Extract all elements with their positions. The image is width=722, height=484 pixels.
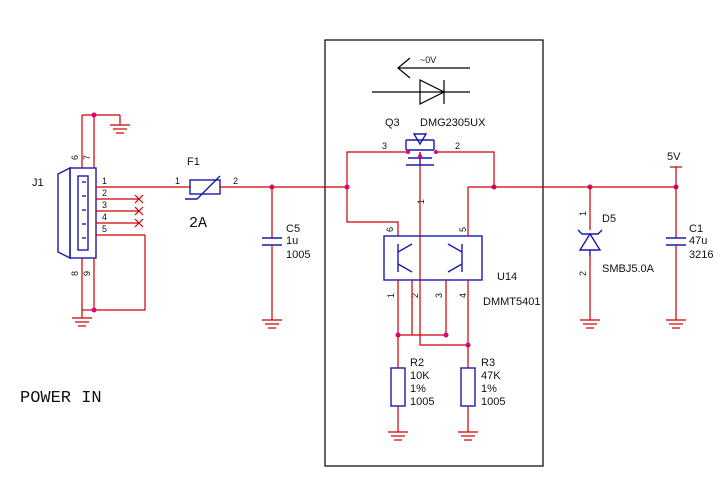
q3-pin-source: 2 bbox=[455, 141, 460, 151]
load-switch-frame bbox=[324, 39, 544, 467]
u14-part: DMMT5401 bbox=[483, 296, 540, 308]
q3-ref: Q3 bbox=[385, 117, 400, 129]
ground-r2 bbox=[388, 431, 408, 441]
q3-part: DMG2305UX bbox=[420, 117, 486, 129]
u14-ref: U14 bbox=[497, 271, 517, 283]
d5-pin2: 2 bbox=[578, 271, 588, 276]
ground-j1-top bbox=[110, 124, 130, 134]
transistor-array-u14: U14 DMMT5401 6 5 1 2 3 4 bbox=[383, 227, 540, 308]
j1-pin7: 7 bbox=[82, 155, 92, 160]
q3-pin-gate: 1 bbox=[416, 199, 426, 204]
f1-rating: 2A bbox=[189, 215, 207, 232]
rail-label: 5V bbox=[667, 151, 681, 163]
voltage-drop-note: ~0V bbox=[372, 55, 470, 105]
r2-ref: R2 bbox=[410, 357, 424, 369]
c1-value: 47u bbox=[689, 235, 707, 247]
j1-pin2: 2 bbox=[102, 188, 107, 198]
tvs-diode-d5: D5 SMBJ5.0A 1 2 bbox=[577, 211, 655, 276]
j1-pin5: 5 bbox=[102, 224, 107, 234]
r3-ref: R3 bbox=[481, 357, 495, 369]
resistor-r2: R2 10K 1% 1005 bbox=[390, 357, 434, 408]
f1-pin1: 1 bbox=[175, 176, 180, 186]
rail-5v: 5V bbox=[667, 151, 682, 168]
q3-pin-drain: 3 bbox=[382, 141, 387, 151]
fuse-f1: F1 2A 1 2 bbox=[175, 156, 238, 232]
d5-part: SMBJ5.0A bbox=[602, 263, 655, 275]
connector-inner bbox=[77, 175, 89, 251]
ground-r3 bbox=[458, 431, 478, 441]
connector-body bbox=[57, 166, 71, 260]
j1-pin8: 8 bbox=[70, 271, 80, 276]
d5-pin1: 1 bbox=[578, 211, 588, 216]
u14-pin3: 3 bbox=[434, 293, 444, 298]
u14-pin4: 4 bbox=[458, 293, 468, 298]
c1-ref: C1 bbox=[689, 223, 703, 235]
ground-c1 bbox=[666, 319, 686, 329]
r3-package: 1005 bbox=[481, 396, 505, 408]
c1-package: 3216 bbox=[689, 249, 713, 261]
resistor-r3: R3 47K 1% 1005 bbox=[460, 357, 505, 408]
j1-pin1: 1 bbox=[102, 176, 107, 186]
page-title: POWER IN bbox=[20, 389, 102, 408]
connector-j1: J1 bbox=[32, 166, 97, 260]
j1-pin4: 4 bbox=[102, 212, 107, 222]
mosfet-q3: Q3 DMG2305UX 3 2 1 bbox=[382, 117, 486, 204]
c5-ref: C5 bbox=[286, 223, 300, 235]
r3-value: 47K bbox=[481, 370, 501, 382]
ground-c5 bbox=[262, 319, 282, 329]
u14-pin6: 6 bbox=[385, 227, 395, 232]
j1-pin3: 3 bbox=[102, 200, 107, 210]
j1-pin6: 6 bbox=[70, 155, 80, 160]
ground-j1-bottom bbox=[72, 317, 92, 327]
j1-ref: J1 bbox=[32, 177, 44, 189]
c5-value: 1u bbox=[286, 235, 298, 247]
connector-outline bbox=[69, 167, 97, 259]
ground-d5 bbox=[580, 319, 600, 329]
f1-pin2: 2 bbox=[233, 176, 238, 186]
u14-pin1: 1 bbox=[386, 293, 396, 298]
r2-value: 10K bbox=[410, 370, 430, 382]
capacitor-c5: C5 1u 1005 bbox=[262, 223, 310, 261]
r3-tolerance: 1% bbox=[481, 383, 497, 395]
capacitor-c1: C1 47u 3216 bbox=[666, 223, 713, 261]
no-connect-marks bbox=[134, 194, 144, 228]
r2-tolerance: 1% bbox=[410, 383, 426, 395]
r2-package: 1005 bbox=[410, 396, 434, 408]
f1-ref: F1 bbox=[187, 156, 200, 168]
u14-pin2: 2 bbox=[410, 293, 420, 298]
note-label: ~0V bbox=[420, 55, 436, 65]
j1-pin9: 9 bbox=[82, 271, 92, 276]
d5-ref: D5 bbox=[602, 213, 616, 225]
u14-pin5: 5 bbox=[458, 227, 468, 232]
c5-package: 1005 bbox=[286, 249, 310, 261]
